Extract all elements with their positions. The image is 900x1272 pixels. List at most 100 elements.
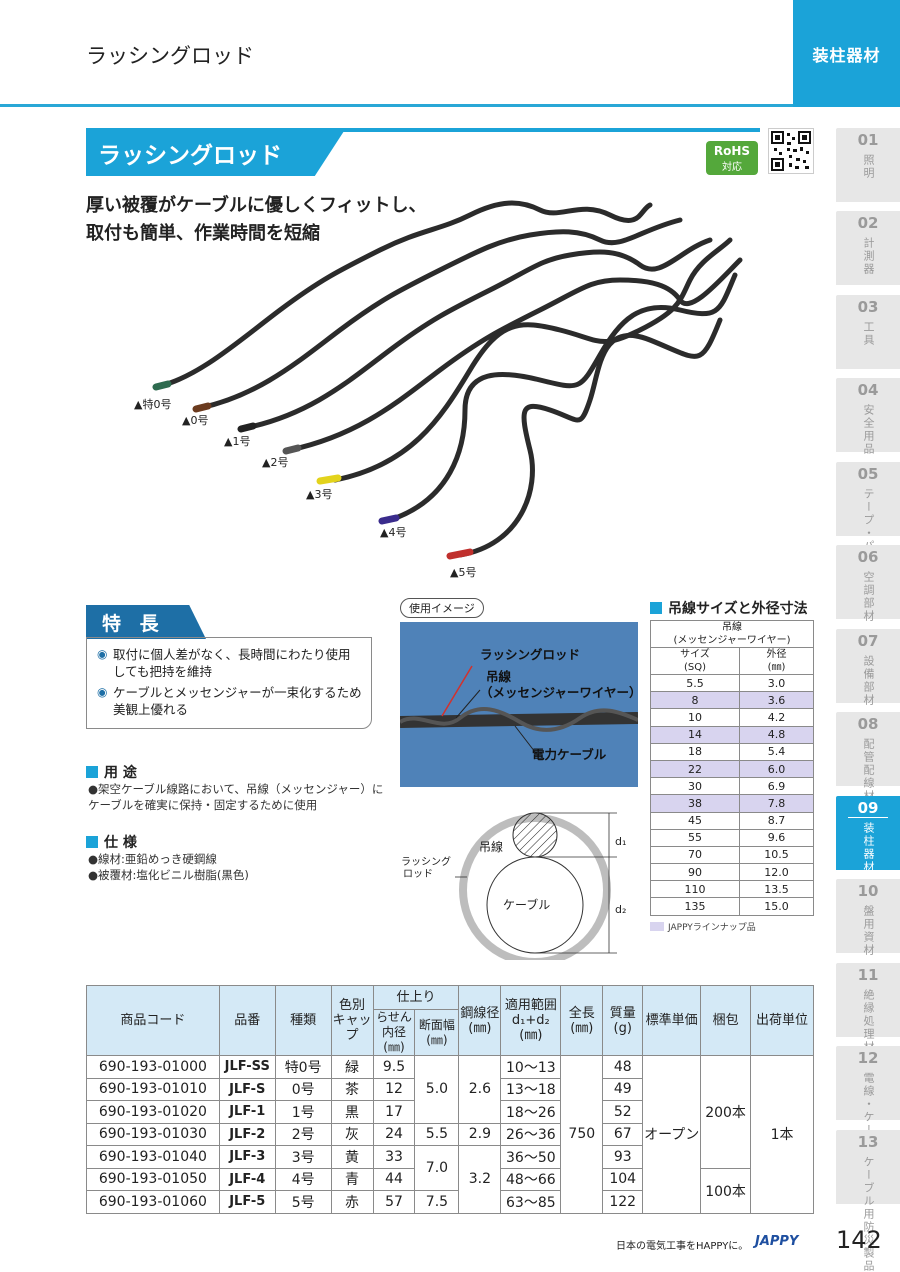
tab-number: 13 bbox=[857, 1133, 879, 1151]
table-cell: 4号 bbox=[274, 1167, 332, 1191]
table-cell: 8 bbox=[649, 691, 741, 710]
col-header-width: 断面幅 (㎜) bbox=[414, 1009, 460, 1056]
table-cell: 48～66 bbox=[500, 1167, 562, 1191]
table-cell: JLF-S bbox=[218, 1077, 276, 1101]
size-col-header: サイズ (SQ) bbox=[649, 647, 741, 675]
lead-text: 厚い被覆がケーブルに優しくフィットし、 取付も簡単、作業時間を短縮 bbox=[86, 192, 427, 248]
table-cell: 45 bbox=[649, 811, 741, 830]
table-cell: 30 bbox=[649, 777, 741, 796]
table-cell: 1本 bbox=[750, 1055, 814, 1214]
table-cell: 13.5 bbox=[739, 880, 814, 899]
table-cell: 2.6 bbox=[458, 1055, 502, 1124]
spec-table: 商品コード 品番 種類 色別 キャップ 仕上り 鋼線径 (㎜) 適用範囲 d₁+… bbox=[86, 985, 814, 1214]
tab-number: 08 bbox=[857, 715, 879, 733]
table-cell: 3.2 bbox=[458, 1145, 502, 1214]
cap-sp0 bbox=[152, 380, 172, 391]
table-cell: 14 bbox=[649, 725, 741, 744]
table-cell: 52 bbox=[602, 1100, 644, 1124]
legend-text: JAPPYラインナップ品 bbox=[668, 923, 756, 933]
table-cell: 690-193-01030 bbox=[86, 1122, 220, 1146]
table-cell: 10～13 bbox=[500, 1055, 562, 1079]
table-cell: 9.5 bbox=[372, 1055, 416, 1079]
qr-code-icon[interactable] bbox=[768, 128, 814, 174]
tab-label: 絶縁処理材 bbox=[862, 989, 875, 1054]
table-cell: 5号 bbox=[274, 1190, 332, 1214]
table-cell: 55 bbox=[649, 828, 741, 847]
table-cell: 青 bbox=[330, 1167, 374, 1191]
col-header-range: 適用範囲 d₁+d₂ (㎜) bbox=[500, 985, 562, 1056]
table-cell: 6.9 bbox=[739, 777, 814, 796]
header-category: 装柱器材 bbox=[793, 0, 900, 107]
tab-number: 10 bbox=[857, 882, 879, 900]
table-cell: 24 bbox=[372, 1122, 416, 1146]
col-header-length: 全長 (㎜) bbox=[560, 985, 604, 1056]
col-header-unit: 標準単価 bbox=[642, 985, 702, 1056]
table-cell: 灰 bbox=[330, 1122, 374, 1146]
col-header-type: 種類 bbox=[274, 985, 332, 1056]
features-box: ◉取付に個人差がなく、長時間にわたり使用しても把持を維持 ◉ケーブルとメッセンジ… bbox=[86, 637, 372, 729]
rod-size-sp0 bbox=[157, 200, 653, 389]
tab-number: 04 bbox=[857, 381, 879, 399]
rod-size-2 bbox=[287, 257, 743, 453]
tab-number: 05 bbox=[857, 465, 879, 483]
tab-label: 空調部材 bbox=[862, 571, 875, 623]
table-cell: 122 bbox=[602, 1190, 644, 1214]
table-cell: JLF-SS bbox=[218, 1055, 276, 1079]
product-title-band: ラッシングロッド bbox=[86, 128, 346, 176]
size-label-3: ▲3号 bbox=[306, 488, 332, 501]
bullet-icon: ◉ bbox=[97, 647, 108, 661]
table-cell: 7.5 bbox=[414, 1190, 460, 1214]
tab-number: 03 bbox=[857, 298, 879, 316]
table-cell: 黄 bbox=[330, 1145, 374, 1169]
square-bullet-icon bbox=[86, 766, 98, 778]
table-cell: 690-193-01040 bbox=[86, 1145, 220, 1169]
table-cell: 緑 bbox=[330, 1055, 374, 1079]
usage-heading: 用 途 bbox=[86, 762, 137, 782]
legend-swatch bbox=[650, 922, 664, 931]
rod-size-0 bbox=[197, 217, 683, 411]
col-header-pack: 梱包 bbox=[700, 985, 752, 1056]
table-cell: 3.6 bbox=[739, 691, 814, 710]
spec-text: ●線材:亜鉛めっき硬鋼線●被覆材:塩化ビニル樹脂(黒色) bbox=[88, 852, 249, 882]
size-label-2: ▲2号 bbox=[262, 456, 288, 469]
header-rule bbox=[0, 104, 793, 107]
usage-photo: ラッシングロッド 吊線 （メッセンジャーワイヤー） 電力ケーブル bbox=[400, 622, 638, 787]
rod-size-1 bbox=[242, 237, 713, 431]
rohs-text: RoHS bbox=[713, 144, 751, 158]
bullet-icon: ◉ bbox=[97, 685, 108, 699]
tab-number: 07 bbox=[857, 632, 879, 650]
size-label-4: ▲4号 bbox=[380, 526, 406, 539]
table-cell: 70 bbox=[649, 845, 741, 865]
table-cell: 33 bbox=[372, 1145, 416, 1169]
size-label-1: ▲1号 bbox=[224, 435, 250, 448]
table-cell: 12.0 bbox=[739, 863, 814, 882]
table-cell: 36～50 bbox=[500, 1145, 562, 1169]
cross-section-diagram: 吊線 ケーブル ラッシング ロッド d₁ d₂ bbox=[401, 812, 626, 960]
table-cell: 5.5 bbox=[414, 1122, 460, 1146]
table-cell: 13～18 bbox=[500, 1077, 562, 1101]
diagram-label-d1: d₁ bbox=[615, 835, 626, 848]
rod-size-3 bbox=[332, 237, 733, 483]
table-cell: 690-193-01000 bbox=[86, 1055, 220, 1079]
table-cell: 10.5 bbox=[739, 845, 814, 865]
